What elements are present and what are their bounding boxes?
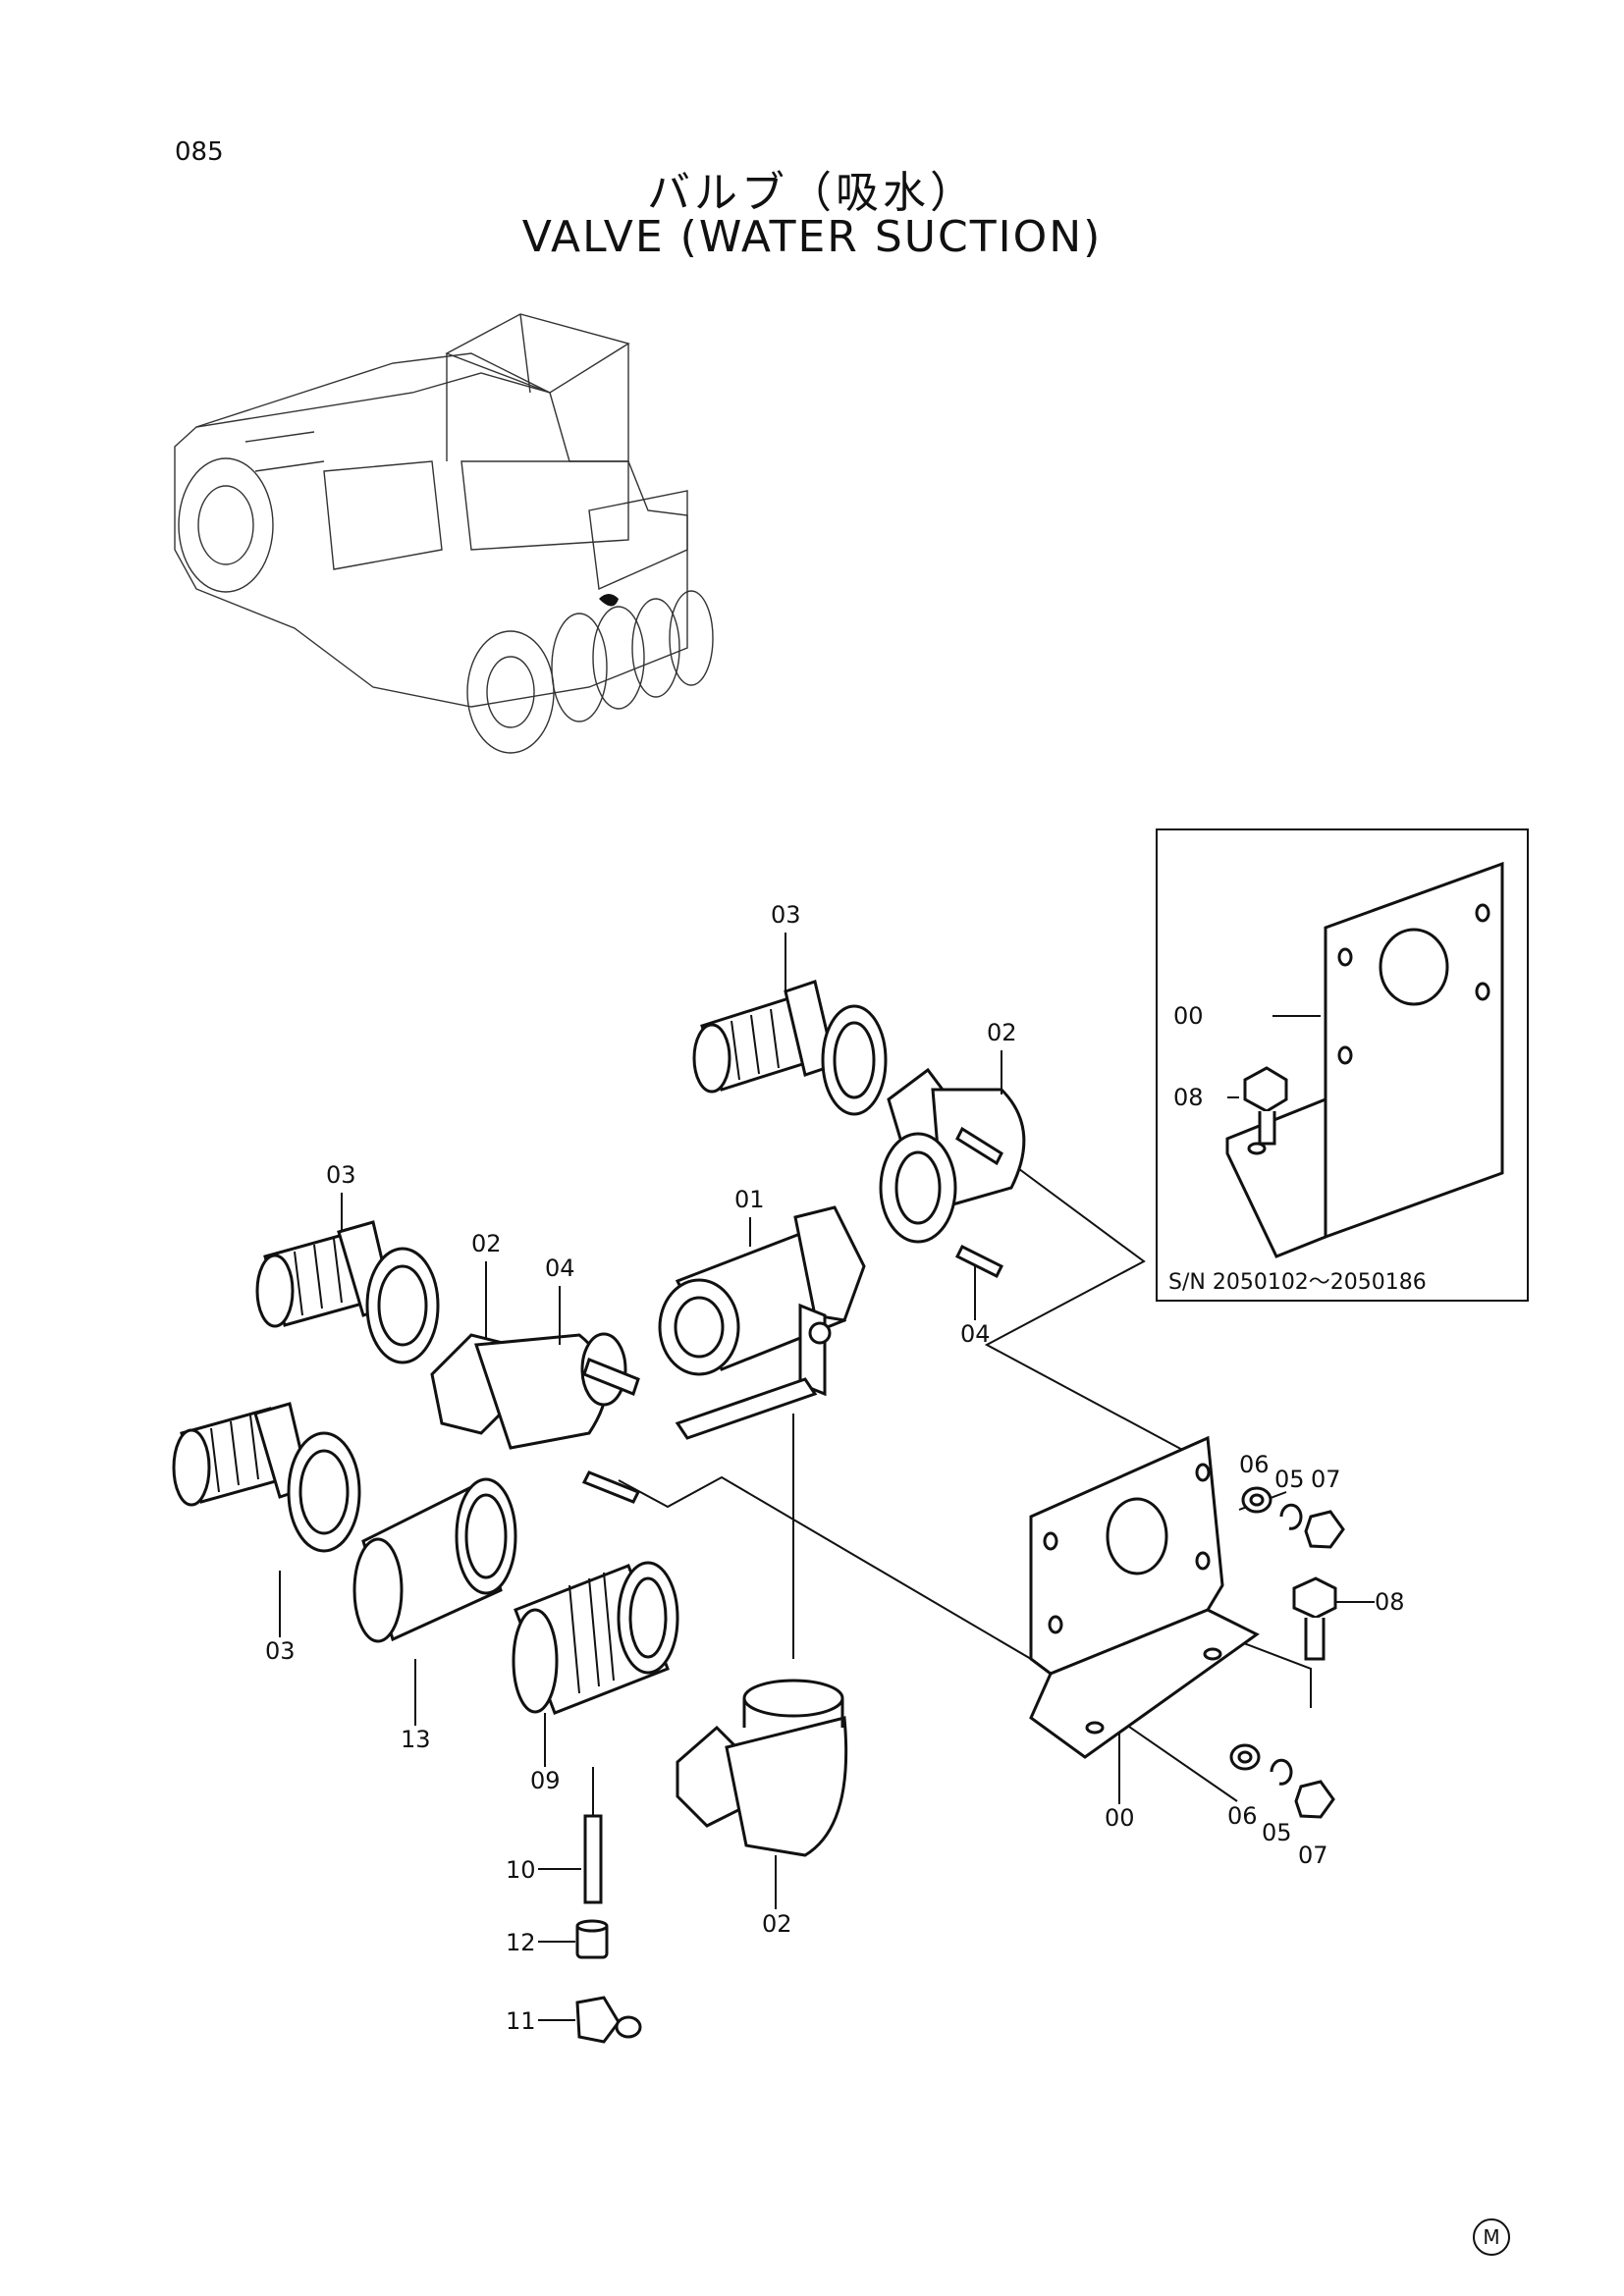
- drain-fittings: [538, 1767, 642, 2044]
- pipe-nipple: [512, 1561, 679, 1715]
- machine-overview-illustration: [174, 313, 714, 754]
- hose-nipple-middle: [255, 1220, 440, 1364]
- title-japanese: バルブ（吸水）: [647, 168, 977, 218]
- callout-05b: 05: [1262, 1819, 1292, 1846]
- callout-09: 09: [530, 1767, 561, 1794]
- callout-02a: 02: [987, 1019, 1017, 1046]
- callout-00: 00: [1105, 1804, 1135, 1832]
- callout-03c: 03: [265, 1637, 296, 1665]
- callout-07a: 07: [1311, 1466, 1341, 1493]
- fasteners: [1229, 1486, 1345, 1819]
- strainer: [352, 1477, 517, 1643]
- title-english: VALVE (WATER SUCTION): [521, 212, 1103, 262]
- callout-03a: 03: [771, 901, 801, 929]
- elbow-middle: [430, 1332, 641, 1504]
- callout-07b: 07: [1298, 1842, 1328, 1869]
- callout-labels: 03 02 03 02 04 01 04 03 13 09 10 12 11 0…: [265, 901, 1405, 2035]
- callout-01: 01: [734, 1186, 765, 1213]
- inset-label-00: 00: [1173, 1002, 1204, 1030]
- callout-10: 10: [506, 1856, 536, 1884]
- callout-04b: 04: [960, 1320, 991, 1348]
- callout-12: 12: [506, 1929, 536, 1956]
- callout-11: 11: [506, 2007, 536, 2035]
- callout-06a: 06: [1239, 1451, 1270, 1478]
- callout-04a: 04: [545, 1255, 575, 1282]
- elbow-top-right: [879, 1067, 1026, 1279]
- callout-08: 08: [1375, 1588, 1405, 1616]
- hose-nipple-top: [692, 980, 888, 1116]
- serial-number-inset: 00 08 S/N 2050102～2050186: [1156, 828, 1529, 1302]
- callout-13: 13: [401, 1726, 431, 1753]
- callout-05a: 05: [1274, 1466, 1305, 1493]
- serial-range: S/N 2050102～2050186: [1168, 1270, 1427, 1295]
- mounting-bracket: [1029, 1435, 1260, 1759]
- ball-valve: [658, 1205, 866, 1440]
- callout-02c: 02: [762, 1910, 792, 1938]
- corner-m-mark: M: [1473, 2218, 1510, 2256]
- callout-06b: 06: [1227, 1802, 1258, 1830]
- inset-label-08: 08: [1173, 1084, 1204, 1111]
- page-number: 085: [175, 137, 224, 167]
- elbow-bottom: [676, 1679, 848, 1857]
- callout-03b: 03: [326, 1161, 356, 1189]
- callout-02b: 02: [471, 1230, 502, 1257]
- hose-nipple-bottom: [172, 1402, 361, 1553]
